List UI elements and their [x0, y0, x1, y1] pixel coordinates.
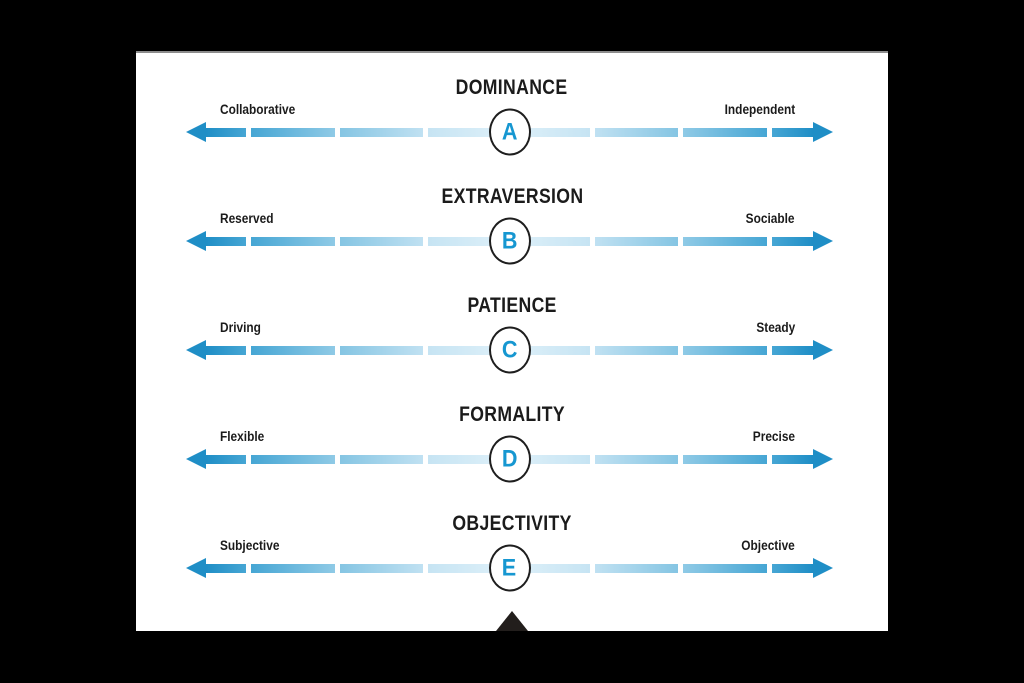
scale-row-formality: FORMALITY Flexible Precise D	[136, 403, 888, 483]
right-pole-label: Objective	[741, 538, 795, 553]
marker-circle: C	[488, 326, 531, 374]
marker-letter: A	[501, 118, 518, 145]
arrow-segment	[251, 236, 335, 246]
arrow-segment	[595, 454, 678, 464]
pole-labels: Driving Steady	[186, 320, 833, 336]
arrow-segment	[206, 127, 246, 137]
scale-row-extraversion: EXTRAVERSION Reserved Sociable B	[136, 185, 888, 265]
arrow-left-icon	[186, 122, 206, 142]
marker-circle: E	[488, 544, 531, 592]
arrow-left-icon	[186, 558, 206, 578]
arrow-segment	[683, 236, 767, 246]
arrow-right-icon	[813, 231, 833, 251]
arrow-segment	[340, 236, 423, 246]
arrow-segment	[340, 454, 423, 464]
arrow-segment	[595, 236, 678, 246]
right-pole-label: Precise	[752, 429, 795, 444]
arrow-right-icon	[813, 340, 833, 360]
arrow-right-icon	[813, 558, 833, 578]
pole-labels: Collaborative Independent	[186, 102, 833, 118]
left-pole-label: Flexible	[220, 429, 265, 444]
arrow-segment	[251, 127, 335, 137]
scale-row-dominance: DOMINANCE Collaborative Independent A	[136, 76, 888, 156]
scale-title: EXTRAVERSION	[136, 185, 888, 209]
arrow-segment	[683, 127, 767, 137]
scale-title-text: PATIENCE	[467, 294, 557, 317]
arrow-segment	[772, 127, 813, 137]
spectrum-arrow: B	[186, 217, 833, 265]
right-pole-label: Sociable	[746, 211, 795, 226]
arrow-segment	[595, 345, 678, 355]
marker-letter: B	[501, 227, 518, 254]
left-pole-label: Subjective	[220, 538, 280, 553]
arrow-segment	[340, 127, 423, 137]
spectrum-arrow: A	[186, 108, 833, 156]
pole-labels: Reserved Sociable	[186, 211, 833, 227]
arrow-segment	[340, 345, 423, 355]
arrow-segment	[340, 563, 423, 573]
marker-letter: E	[502, 554, 517, 581]
scale-title: OBJECTIVITY	[136, 512, 888, 536]
arrow-segment	[206, 236, 246, 246]
arrow-segment	[772, 454, 813, 464]
arrow-segment	[251, 345, 335, 355]
marker-circle: B	[488, 217, 531, 265]
left-pole-label: Collaborative	[220, 102, 296, 117]
arrow-right-icon	[813, 122, 833, 142]
arrow-segment	[683, 563, 767, 573]
marker-letter: D	[501, 445, 518, 472]
arrow-segment	[683, 454, 767, 464]
pole-labels: Flexible Precise	[186, 429, 833, 445]
arrow-segment	[206, 563, 246, 573]
spectrum-arrow: D	[186, 435, 833, 483]
arrow-segment	[683, 345, 767, 355]
marker-circle: A	[488, 108, 531, 156]
right-pole-label: Steady	[756, 320, 795, 335]
arrow-segment	[595, 563, 678, 573]
arrow-segment	[251, 563, 335, 573]
arrow-left-icon	[186, 340, 206, 360]
personality-scales-card: DOMINANCE Collaborative Independent A EX…	[136, 51, 888, 631]
pole-labels: Subjective Objective	[186, 538, 833, 554]
left-pole-label: Driving	[220, 320, 261, 335]
scale-title-text: EXTRAVERSION	[441, 185, 583, 208]
arrow-left-icon	[186, 231, 206, 251]
spectrum-arrow: E	[186, 544, 833, 592]
arrow-segment	[772, 563, 813, 573]
scale-title-text: FORMALITY	[459, 403, 565, 426]
scale-title-text: DOMINANCE	[456, 76, 568, 99]
scale-title-text: OBJECTIVITY	[452, 512, 572, 535]
arrow-left-icon	[186, 449, 206, 469]
scale-row-objectivity: OBJECTIVITY Subjective Objective E	[136, 512, 888, 592]
marker-letter: C	[501, 336, 518, 363]
arrow-segment	[206, 345, 246, 355]
arrow-segment	[772, 236, 813, 246]
arrow-segment	[206, 454, 246, 464]
marker-circle: D	[488, 435, 531, 483]
triangle-up-icon	[496, 611, 528, 631]
arrow-segment	[251, 454, 335, 464]
arrow-segment	[595, 127, 678, 137]
scale-title: PATIENCE	[136, 294, 888, 318]
scale-title: DOMINANCE	[136, 76, 888, 100]
left-pole-label: Reserved	[220, 211, 274, 226]
spectrum-arrow: C	[186, 326, 833, 374]
right-pole-label: Independent	[724, 102, 795, 117]
arrow-segment	[772, 345, 813, 355]
scale-row-patience: PATIENCE Driving Steady C	[136, 294, 888, 374]
scale-title: FORMALITY	[136, 403, 888, 427]
arrow-right-icon	[813, 449, 833, 469]
